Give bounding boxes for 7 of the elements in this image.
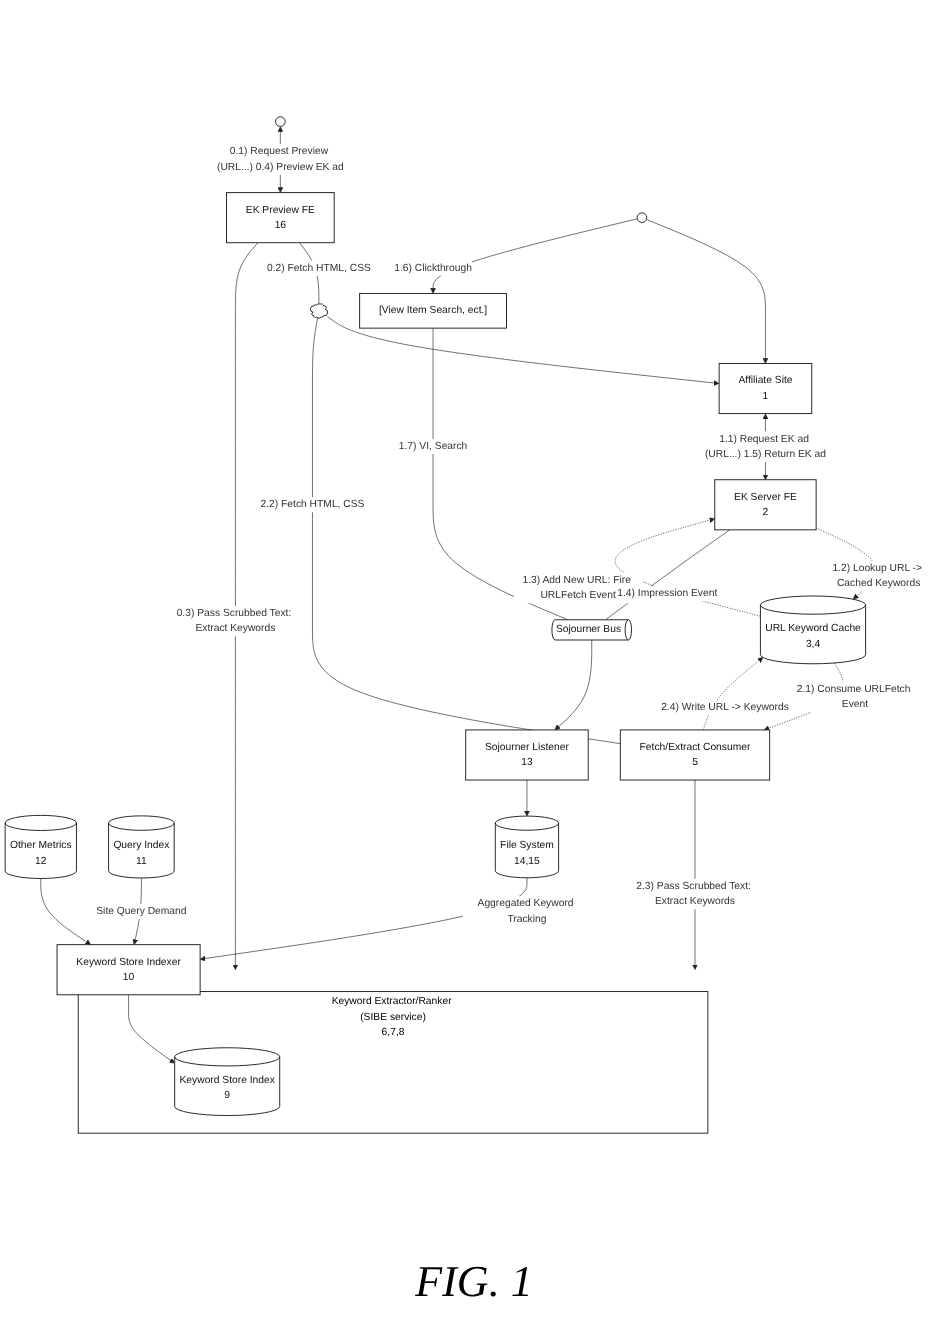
node-person	[275, 116, 286, 127]
connector	[432, 327, 569, 621]
connector	[605, 529, 731, 621]
node-cloud	[309, 303, 329, 319]
node-person	[636, 212, 648, 223]
figure-caption: FIG. 1	[413, 1256, 535, 1308]
connector	[312, 317, 621, 744]
